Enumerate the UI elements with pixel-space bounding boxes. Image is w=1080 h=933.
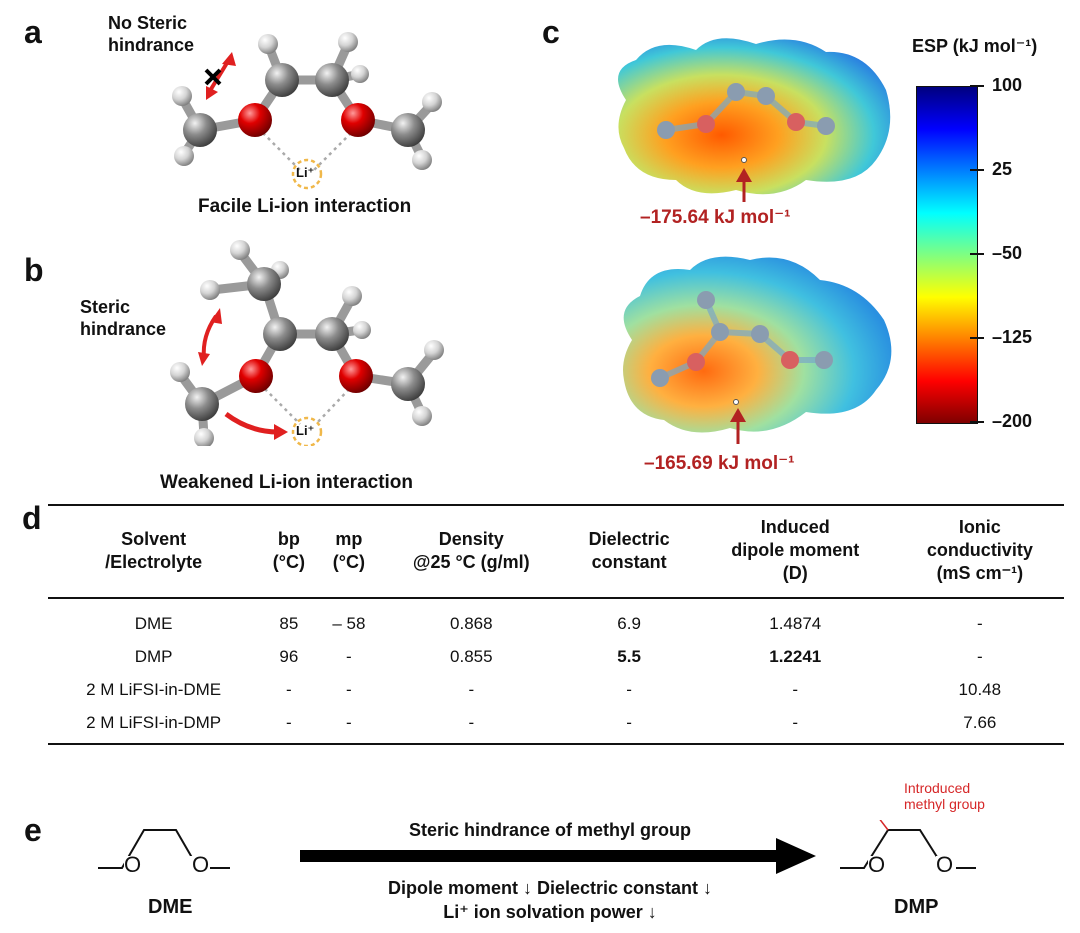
colorbar-tick-label: –125	[992, 327, 1033, 347]
table-cell: -	[563, 706, 695, 745]
arrow-bottom-line2: Li⁺ ion solvation power ↓	[443, 902, 657, 922]
table-row: DME 85 – 58 0.868 6.9 1.4874 -	[48, 598, 1064, 640]
colorbar-tick-label: –200	[992, 411, 1033, 431]
reaction-arrow	[300, 838, 816, 874]
colorbar-tick-label: 100	[992, 75, 1023, 95]
table-cell: 2 M LiFSI-in-DMP	[48, 706, 260, 745]
dme-oxygen-right: O	[192, 852, 210, 877]
arrow-top-text: Steric hindrance of methyl group	[408, 820, 692, 840]
table-cell: -	[694, 706, 896, 745]
table-cell: 10.48	[958, 679, 1002, 699]
table-cell: DMP	[134, 646, 173, 666]
table-cell: 96	[279, 646, 299, 666]
esp-value-dmp: –165.69 kJ mol⁻¹	[644, 453, 795, 474]
table-cell: -	[259, 706, 319, 745]
dme-molecule-model	[172, 32, 442, 190]
table-cell: 0.868	[450, 613, 493, 633]
table-header-cell: Solvent/Electrolyte	[48, 504, 260, 599]
table-header-cell: Density@25 °C (g/ml)	[379, 504, 564, 599]
table-cell: -	[468, 679, 475, 699]
colorbar-title: ESP (kJ mol⁻¹)	[912, 36, 1038, 56]
colorbar-tick-mark	[970, 253, 984, 255]
colorbar-tick-mark	[970, 337, 984, 339]
table-cell: -	[286, 679, 292, 699]
dme-skeletal-structure	[98, 829, 230, 880]
table-cell: -	[626, 679, 632, 699]
panel-letter-e: e	[24, 812, 42, 848]
weakened-interaction-caption: Weakened Li-ion interaction	[160, 472, 414, 493]
table-cell: 1.2241	[769, 646, 822, 666]
table-row: DMP 96 - 0.855 5.5 1.2241 -	[48, 640, 1064, 673]
dme-label: DME	[148, 896, 193, 918]
table-header-cell: mp(°C)	[318, 504, 380, 599]
table-cell: -	[346, 679, 352, 699]
panel-letter-d: d	[22, 500, 42, 536]
colorbar-tick-mark	[970, 421, 984, 423]
table-cell: DME	[134, 613, 173, 633]
dmp-skeletal-structure	[840, 820, 976, 880]
dmp-molecule-model	[170, 240, 444, 446]
table-cell: -	[976, 646, 983, 666]
table-cell: 1.4874	[769, 613, 822, 633]
colorbar-tick-label: –50	[992, 243, 1023, 263]
dmp-label: DMP	[894, 896, 939, 918]
esp-pointer-arrows	[730, 168, 752, 444]
table-row: 2 M LiFSI-in-DME - - - - - 10.48	[48, 673, 1064, 706]
table-cell: -	[976, 613, 983, 633]
table-header-cell: bp(°C)	[259, 504, 319, 599]
table-cell: -	[792, 679, 799, 699]
arrow-bottom-line1: Dipole moment ↓ Dielectric constant ↓	[387, 878, 713, 898]
table-cell: 2 M LiFSI-in-DME	[86, 679, 222, 699]
table-cell: -	[318, 706, 380, 745]
introduced-methyl-note: Introduced methyl group	[904, 780, 985, 812]
table-cell: 6.9	[617, 613, 641, 633]
esp-surface-dmp	[623, 256, 892, 433]
table-row: 2 M LiFSI-in-DMP-----7.66	[48, 706, 1064, 745]
table-cell: 0.855	[450, 646, 493, 666]
li-ion-label-b: Li⁺	[296, 423, 315, 438]
table-cell: – 58	[332, 613, 366, 633]
li-ion-label-a: Li⁺	[296, 165, 315, 180]
steric-hindrance-label: Steric hindrance	[80, 297, 167, 339]
dmp-oxygen-left: O	[868, 852, 886, 877]
dme-oxygen-left: O	[124, 852, 142, 877]
table-body: DME 85 – 58 0.868 6.9 1.4874 - DMP 96 - 0.855 5.5 1.…	[48, 598, 1064, 745]
esp-colorbar	[916, 86, 978, 424]
panel-letter-c: c	[542, 14, 560, 50]
esp-value-dme: –175.64 kJ mol⁻¹	[640, 207, 791, 228]
no-steric-hindrance-label: No Steric hindrance	[108, 13, 195, 55]
colorbar-tick-mark	[970, 169, 984, 171]
colorbar-tick-label: 25	[992, 159, 1013, 179]
table-cell: 5.5	[617, 646, 641, 666]
table-cell: -	[346, 646, 352, 666]
table-cell: -	[379, 706, 564, 745]
colorbar-tick-mark	[970, 85, 984, 87]
facile-interaction-caption: Facile Li-ion interaction	[198, 196, 412, 217]
esp-surface-dme	[618, 38, 891, 195]
dmp-oxygen-right: O	[936, 852, 954, 877]
panel-letter-a: a	[24, 14, 42, 50]
panel-letter-b: b	[24, 252, 44, 288]
table-cell: 85	[279, 613, 299, 633]
table-cell: 7.66	[895, 706, 1064, 745]
